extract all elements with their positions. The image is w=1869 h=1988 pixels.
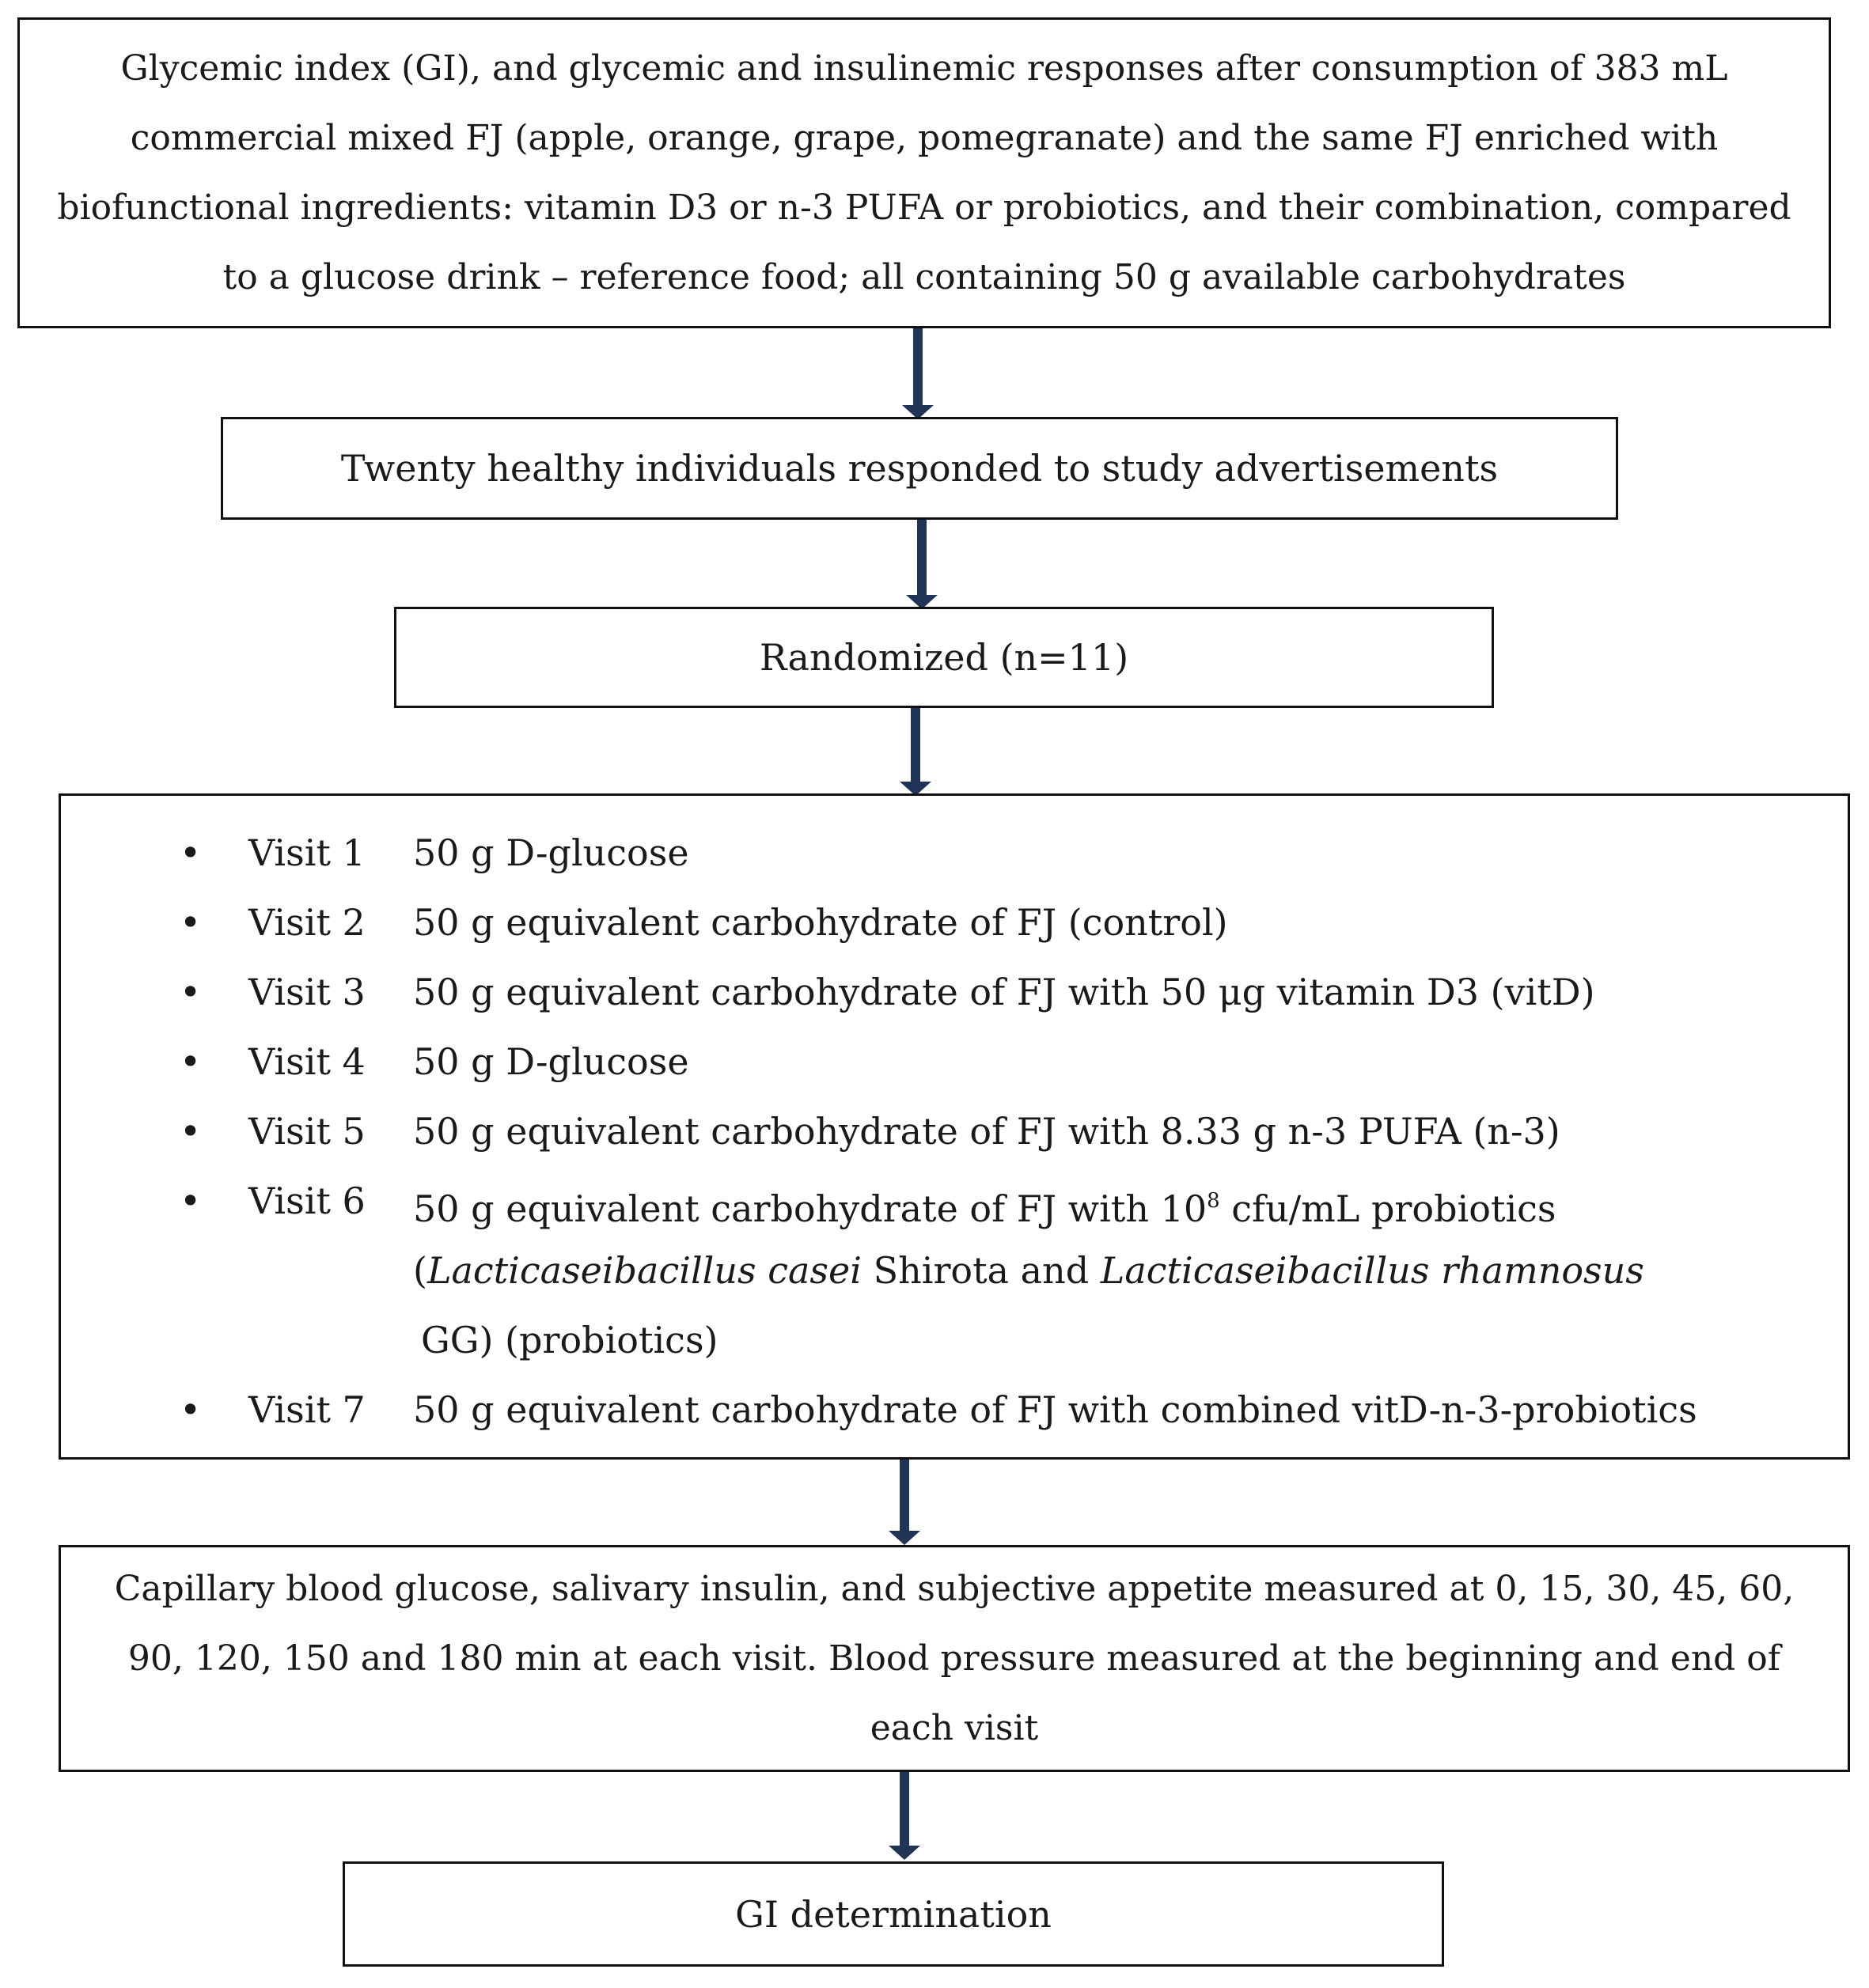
open-paren: ( xyxy=(413,1249,427,1292)
arrow-3-head xyxy=(900,782,931,796)
arrow-5-head xyxy=(889,1846,920,1860)
visit-item-6-line-3: GG) (probiotics) xyxy=(61,1305,1848,1375)
visit-description: 50 g equivalent carbohydrate of FJ with … xyxy=(413,1388,1697,1431)
visit-description: 50 g equivalent carbohydrate of FJ with … xyxy=(413,1110,1560,1153)
randomized-box: Randomized (n=11) xyxy=(394,607,1494,708)
visit-item-3: • Visit 3 50 g equivalent carbohydrate o… xyxy=(61,957,1848,1027)
recruitment-box: Twenty healthy individuals responded to … xyxy=(221,417,1618,520)
intro-box: Glycemic index (GI), and glycemic and in… xyxy=(17,17,1831,328)
visit-description: 50 g equivalent carbohydrate of FJ (cont… xyxy=(413,901,1228,944)
visit-item-4: • Visit 4 50 g D-glucose xyxy=(61,1027,1848,1096)
visits-box: • Visit 1 50 g D-glucose • Visit 2 50 g … xyxy=(59,793,1850,1460)
bullet-icon: • xyxy=(180,971,202,1013)
gi-determination-box: GI determination xyxy=(343,1861,1444,1967)
visit-6-desc-pre: 50 g equivalent carbohydrate of FJ with … xyxy=(413,1187,1207,1230)
bullet-icon: • xyxy=(180,1110,202,1153)
visit-label: Visit 1 xyxy=(248,831,366,874)
visit-label: Visit 4 xyxy=(248,1040,366,1083)
intro-text: Glycemic index (GI), and glycemic and in… xyxy=(57,47,1791,297)
bullet-icon: • xyxy=(180,831,202,874)
visit-6-strain-line: GG) (probiotics) xyxy=(421,1319,718,1361)
visit-6-species-line: (Lacticaseibacillus casei Shirota and La… xyxy=(413,1236,1644,1305)
arrow-1-head xyxy=(902,405,934,419)
species-rhamnosus: Lacticaseibacillus rhamnosus xyxy=(1100,1249,1644,1292)
visit-item-6-line-2: (Lacticaseibacillus casei Shirota and La… xyxy=(61,1236,1848,1305)
visit-item-2: • Visit 2 50 g equivalent carbohydrate o… xyxy=(61,888,1848,957)
visit-6-desc-post: cfu/mL probiotics xyxy=(1219,1187,1556,1230)
recruitment-text: Twenty healthy individuals responded to … xyxy=(340,447,1499,490)
visit-item-7: • Visit 7 50 g equivalent carbohydrate o… xyxy=(61,1375,1848,1445)
visit-label: Visit 6 xyxy=(248,1180,366,1222)
species-casei: Lacticaseibacillus casei xyxy=(426,1249,862,1292)
visit-description: 50 g equivalent carbohydrate of FJ with … xyxy=(413,971,1595,1013)
visit-item-1: • Visit 1 50 g D-glucose xyxy=(61,818,1848,888)
visit-item-5: • Visit 5 50 g equivalent carbohydrate o… xyxy=(61,1096,1848,1166)
visit-label: Visit 2 xyxy=(248,901,366,944)
visit-description: 50 g D-glucose xyxy=(413,1040,689,1083)
bullet-icon: • xyxy=(180,1040,202,1083)
arrow-4-head xyxy=(889,1531,920,1545)
visit-label: Visit 3 xyxy=(248,971,366,1013)
visit-description: 50 g equivalent carbohydrate of FJ with … xyxy=(413,1166,1556,1244)
gi-determination-text: GI determination xyxy=(735,1892,1052,1936)
measurements-text: Capillary blood glucose, salivary insuli… xyxy=(114,1568,1795,1748)
randomized-text: Randomized (n=11) xyxy=(759,636,1129,679)
visit-description: 50 g D-glucose xyxy=(413,831,689,874)
visit-6-exponent: 8 xyxy=(1207,1189,1220,1213)
visit-label: Visit 5 xyxy=(248,1110,366,1153)
visit-item-6: • Visit 6 50 g equivalent carbohydrate o… xyxy=(61,1166,1848,1236)
bullet-icon: • xyxy=(180,1388,202,1431)
measurements-box: Capillary blood glucose, salivary insuli… xyxy=(59,1545,1850,1772)
bullet-icon: • xyxy=(180,1180,202,1222)
visit-label: Visit 7 xyxy=(248,1388,366,1431)
species-connector: Shirota and xyxy=(861,1249,1101,1292)
bullet-icon: • xyxy=(180,901,202,944)
arrow-2-head xyxy=(906,595,938,609)
